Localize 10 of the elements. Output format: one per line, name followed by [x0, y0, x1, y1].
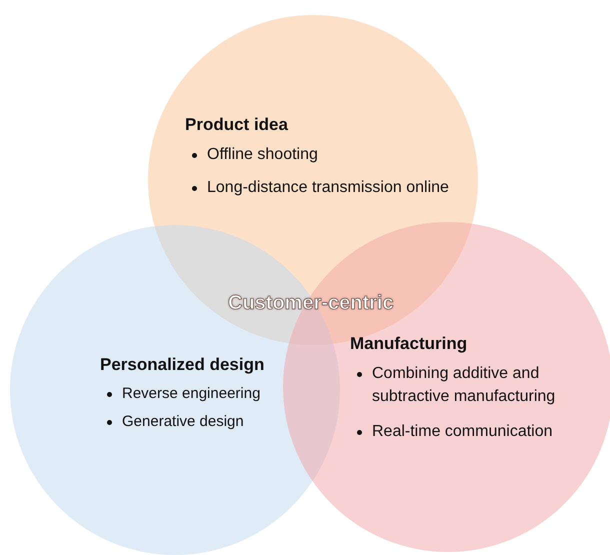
section-heading: Manufacturing [350, 334, 468, 354]
section-heading: Product idea [185, 115, 289, 135]
bullet-text: Offline shooting [207, 146, 318, 163]
section-heading: Personalized design [100, 355, 266, 375]
bullet-text: Combining additive and subtractive manufacturing [372, 365, 556, 406]
bullet-text: Long-distance transmission online [207, 179, 449, 196]
bullet-text: Real-time communication [372, 423, 553, 440]
bullet-text: Generative design [122, 412, 244, 430]
bullet-text: Reverse engineering [122, 385, 260, 402]
center-label: Customer-centric [228, 292, 394, 315]
